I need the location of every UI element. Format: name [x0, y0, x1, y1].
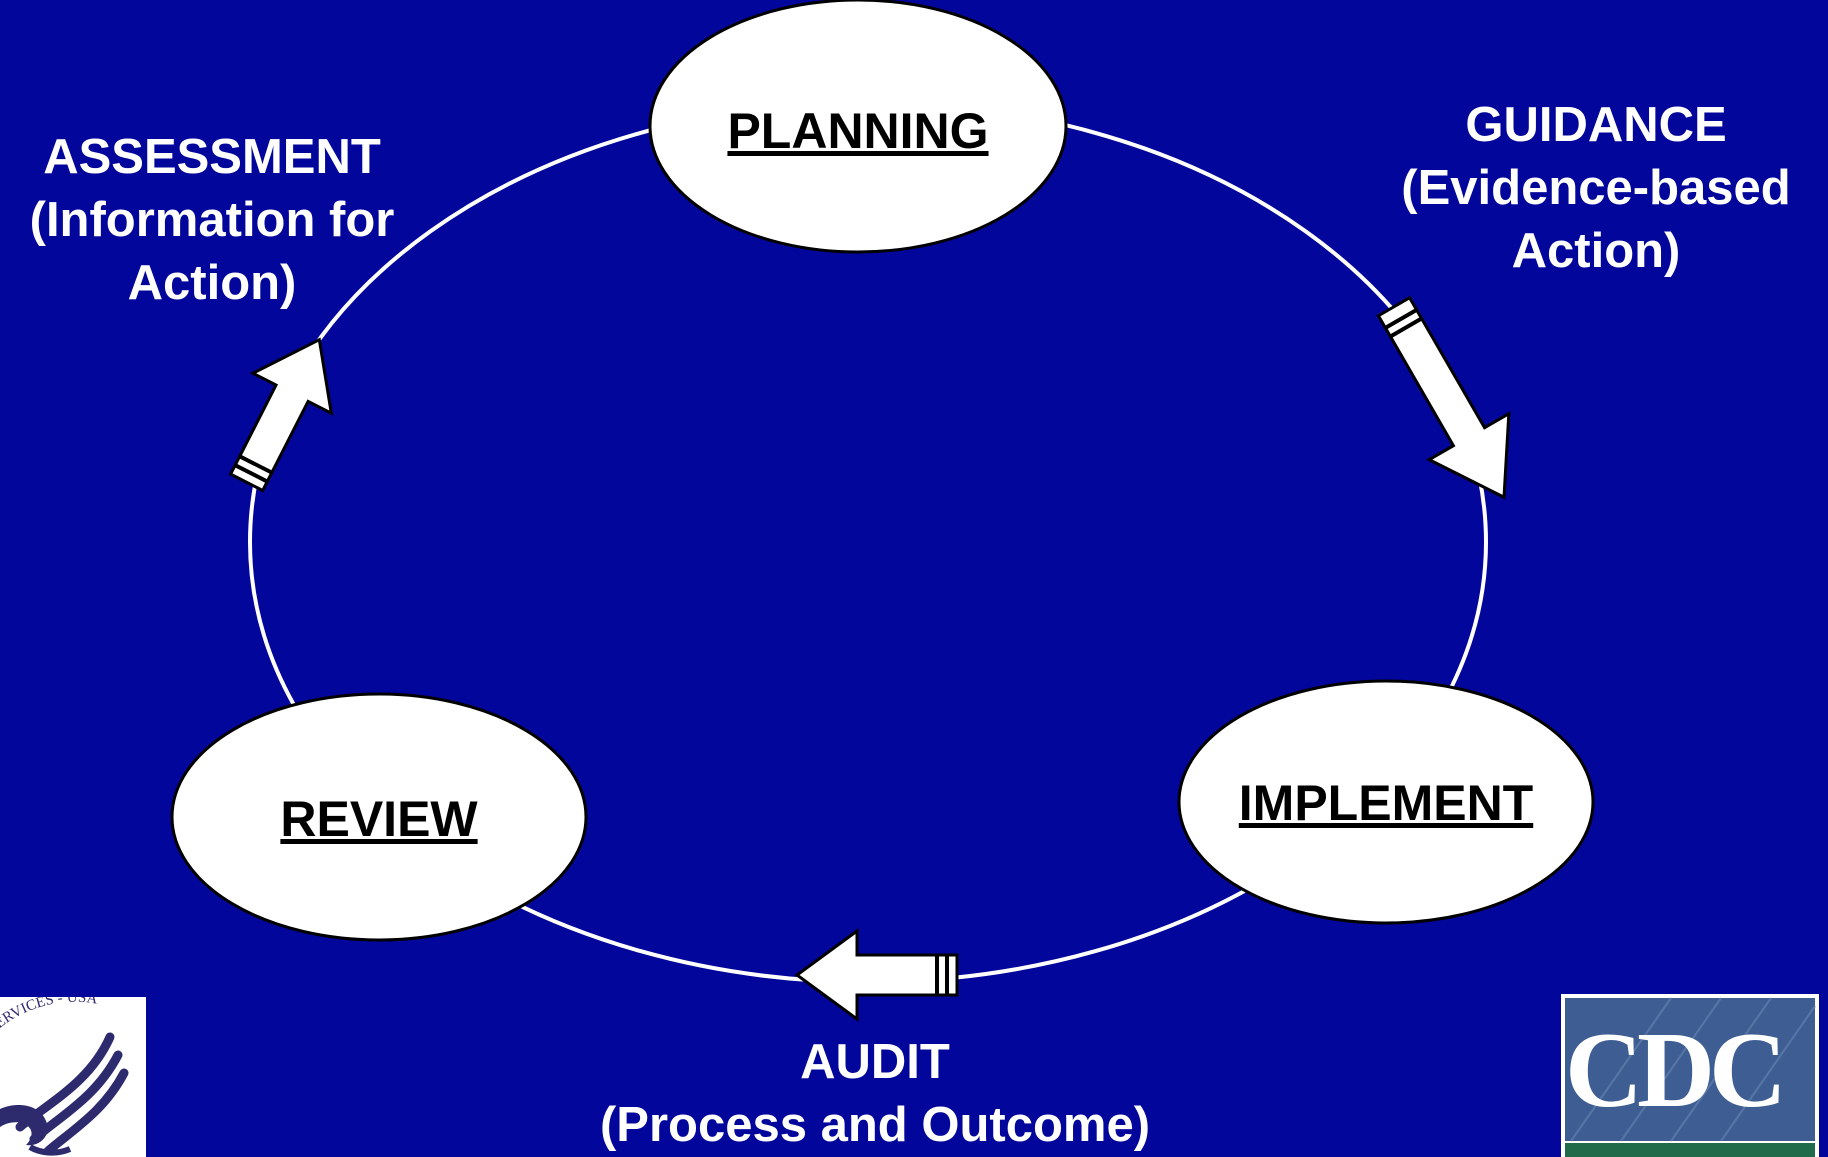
node-implement: IMPLEMENT [1177, 679, 1595, 925]
node-review-label: REVIEW [280, 791, 478, 847]
assessment-arrow-icon [228, 337, 334, 493]
assessment-subtitle-line1: (Information for [29, 193, 395, 247]
guidance-label: GUIDANCE (Evidence-based Action) [1370, 94, 1822, 283]
node-planning: PLANNING [648, 0, 1068, 254]
node-implement-label: IMPLEMENT [1239, 775, 1533, 831]
cdc-logo-icon: CDC [1561, 994, 1819, 1157]
assessment-subtitle-line2: Action) [127, 256, 297, 310]
guidance-arrow-icon [1376, 295, 1511, 500]
guidance-title: GUIDANCE [1465, 98, 1727, 152]
assessment-title: ASSESSMENT [43, 130, 381, 184]
svg-text:SERVICES - USA: SERVICES - USA [0, 997, 99, 1037]
audit-subtitle: (Process and Outcome) [599, 1098, 1151, 1152]
svg-text:CDC: CDC [1565, 1011, 1781, 1130]
node-planning-label: PLANNING [727, 103, 988, 159]
node-review: REVIEW [170, 692, 588, 942]
hhs-eagle-seal-icon: SERVICES - USA [0, 997, 146, 1157]
guidance-subtitle-line1: (Evidence-based [1401, 161, 1791, 215]
assessment-label: ASSESSMENT (Information for Action) [0, 126, 424, 315]
audit-title: AUDIT [800, 1035, 950, 1089]
audit-arrow-icon [794, 928, 959, 1022]
audit-label: AUDIT (Process and Outcome) [560, 1031, 1190, 1157]
guidance-subtitle-line2: Action) [1511, 224, 1681, 278]
